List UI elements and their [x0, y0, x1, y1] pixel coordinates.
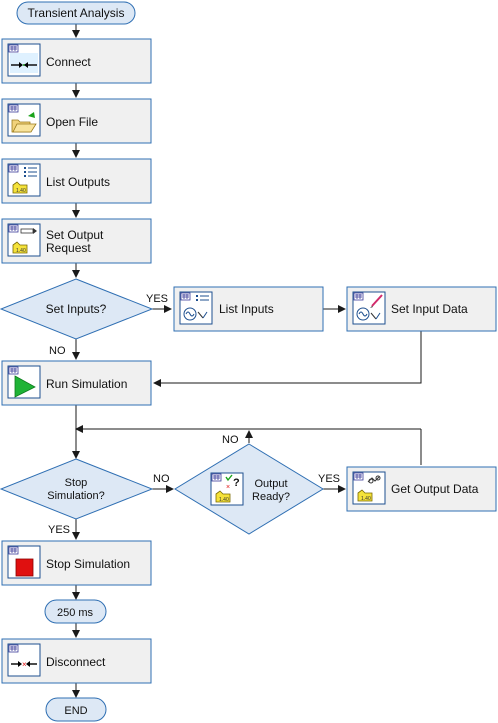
node-set-output-request[interactable]: Set Output Request	[1, 218, 152, 264]
decision-set-inputs[interactable]: Set Inputs?	[0, 278, 154, 340]
decision-output-ready[interactable]: × ? Output Ready?	[174, 443, 324, 535]
start-terminator[interactable]: Transient Analysis	[16, 1, 136, 25]
connect-icon	[7, 43, 41, 77]
node-stop-simulation[interactable]: Stop Simulation	[1, 540, 152, 586]
svg-text:×: ×	[22, 660, 27, 669]
label-set-inputs-yes: YES	[146, 293, 168, 305]
svg-text:×: ×	[226, 484, 230, 491]
node-run-simulation[interactable]: Run Simulation	[1, 360, 152, 406]
end-label: END	[64, 705, 87, 717]
disconnect-label: Disconnect	[46, 655, 106, 669]
get-output-data-label: Get Output Data	[391, 482, 479, 496]
output-ready-question-line1: Output	[254, 478, 287, 490]
list-outputs-label: List Outputs	[46, 175, 110, 189]
run-simulation-label: Run Simulation	[46, 377, 127, 391]
node-connect[interactable]: Connect	[1, 38, 152, 84]
stop-simulation-label: Stop Simulation	[46, 557, 130, 571]
set-input-data-icon	[352, 291, 386, 325]
node-list-outputs[interactable]: List Outputs	[1, 158, 152, 204]
set-output-request-label-line2: Request	[46, 241, 91, 255]
get-output-data-icon	[352, 471, 386, 505]
node-disconnect[interactable]: × Disconnect	[1, 638, 152, 684]
set-output-request-icon	[7, 223, 41, 257]
delay-terminator[interactable]: 250 ms	[44, 599, 107, 624]
open-folder-icon	[7, 103, 41, 137]
end-terminator[interactable]: END	[45, 697, 107, 722]
delay-label: 250 ms	[57, 607, 94, 619]
start-label: Transient Analysis	[28, 6, 125, 20]
set-input-data-label: Set Input Data	[391, 302, 468, 316]
output-ready-question-line2: Ready?	[252, 491, 290, 503]
connectors	[72, 24, 422, 698]
label-output-ready-no: NO	[222, 434, 239, 446]
list-inputs-icon	[179, 291, 213, 325]
open-file-label: Open File	[46, 115, 98, 129]
label-stop-yes: YES	[48, 524, 70, 536]
set-output-request-label-line1: Set Output	[46, 228, 104, 242]
stop-simulation-question-line1: Stop	[65, 477, 88, 489]
connect-label: Connect	[46, 55, 91, 69]
disconnect-icon: ×	[7, 643, 41, 677]
node-get-output-data[interactable]: Get Output Data	[346, 466, 497, 512]
node-list-inputs[interactable]: List Inputs	[173, 286, 324, 332]
node-open-file[interactable]: Open File	[1, 98, 152, 144]
output-ready-icon: × ?	[210, 472, 244, 506]
stop-icon	[7, 545, 41, 579]
play-icon	[7, 365, 41, 399]
set-inputs-question: Set Inputs?	[46, 302, 107, 316]
label-stop-no: NO	[153, 473, 170, 485]
list-inputs-label: List Inputs	[219, 302, 274, 316]
node-set-input-data[interactable]: Set Input Data	[346, 286, 497, 332]
svg-text:?: ?	[233, 477, 240, 489]
label-output-ready-yes: YES	[318, 473, 340, 485]
stop-simulation-question-line2: Simulation?	[47, 490, 104, 502]
label-set-inputs-no: NO	[49, 345, 66, 357]
edge-setinputdata-run	[153, 331, 422, 387]
list-outputs-icon	[7, 163, 41, 197]
decision-stop-simulation[interactable]: Stop Simulation?	[0, 458, 154, 520]
